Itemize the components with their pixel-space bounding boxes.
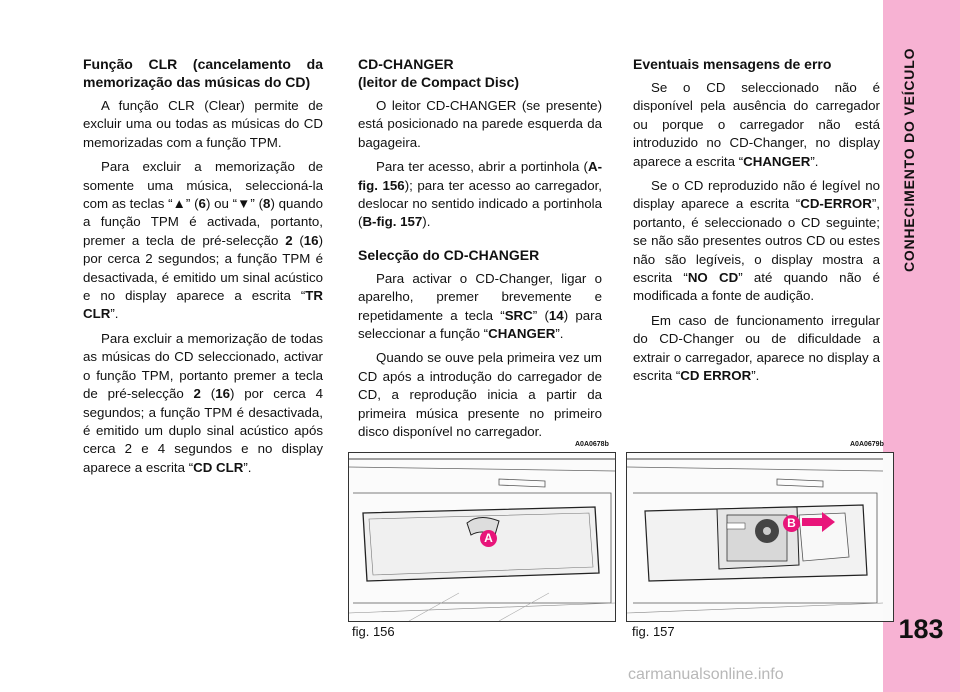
column-error-messages: Eventuais mensagens de erro Se o CD sele… (633, 55, 880, 392)
paragraph: Para ter acesso, abrir a portinhola (A-f… (358, 159, 602, 230)
direction-arrow (802, 512, 835, 532)
column-cd-changer: CD-CHANGER(leitor de Compact Disc) O lei… (358, 55, 602, 448)
heading-clr: Função CLR (cancelamento da memorização … (83, 56, 323, 90)
paragraph: Para excluir a memorização de somente um… (83, 159, 323, 322)
callout-b-badge: B (783, 515, 800, 532)
figure-caption: fig. 157 (632, 624, 675, 639)
column-clr: Função CLR (cancelamento da memorização … (83, 55, 323, 483)
cd-changer-illustration (627, 453, 883, 621)
paragraph: O leitor CD-CHANGER (se presente) está p… (358, 98, 602, 150)
figure-code: A0A0678b (575, 441, 609, 448)
figure-caption: fig. 156 (352, 624, 395, 639)
paragraph: A função CLR (Clear) permite de excluir … (83, 98, 323, 150)
figure-code: A0A0679b (850, 441, 884, 448)
heading-selection: Selecção do CD-CHANGER (358, 246, 540, 263)
heading-cd-changer: CD-CHANGER(leitor de Compact Disc) (358, 56, 520, 90)
paragraph: Para excluir a memorização de todas as m… (83, 330, 323, 475)
paragraph: Se o CD reproduzido não é legível no dis… (633, 178, 880, 304)
heading-errors: Eventuais mensagens de erro (633, 56, 832, 72)
paragraph: Se o CD seleccionado não é disponível pe… (633, 80, 880, 169)
paragraph: Para activar o CD-Changer, ligar o apare… (358, 270, 602, 342)
watermark: carmanualsonline.info (628, 666, 784, 683)
figure-157: B (626, 452, 894, 622)
section-title: CONHECIMENTO DO VEÍCULO (901, 48, 917, 273)
page-number: 183 (898, 614, 944, 644)
callout-a-badge: A (480, 530, 497, 547)
paragraph: Quando se ouve pela primeira vez um CD a… (358, 350, 602, 440)
section-sidebar (883, 0, 960, 692)
figure-156: A (348, 452, 616, 622)
paragraph: Em caso de funcionamento irregular do CD… (633, 312, 880, 384)
